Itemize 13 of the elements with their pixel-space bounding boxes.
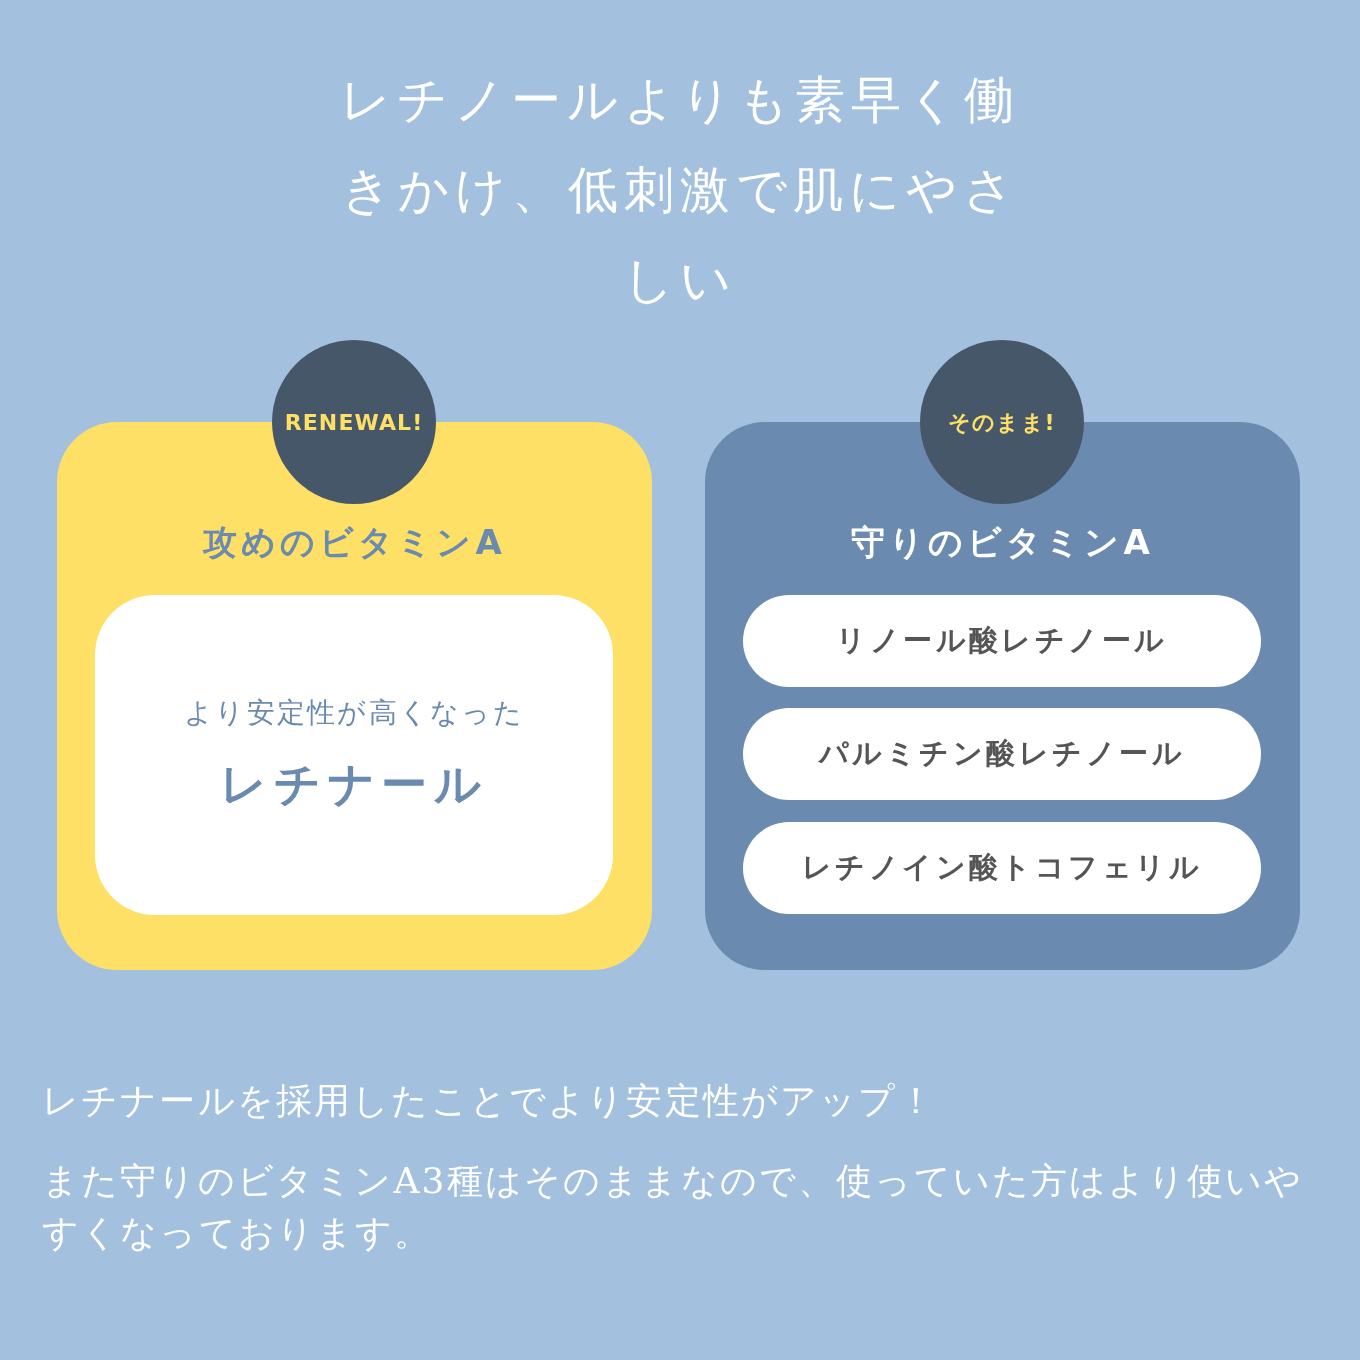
title: レチノールよりも素早く働きかけ、低刺激で肌にやさしい [339,70,1021,311]
ingredient-name: レチナール [219,755,489,813]
subtitle: より安定性が高くなった [184,694,524,731]
card-heading: 守りのビタミンA [850,521,1155,564]
ingredient-name: リノール酸レチノール [836,622,1168,660]
ingredient-name: レチノイン酸トコフェリル [801,849,1203,887]
ingredient-name: パルミチン酸レチノール [818,735,1186,773]
description-text: レチナールを採用したことでより安定性がアップ！ [42,1079,937,1123]
badge-text: RENEWAL! [284,408,424,437]
description-text: また守りのビタミンA3種はそのままなので、使っていた方はより使いやすくなっております。 [42,1159,1305,1255]
highlight-panel [95,595,613,915]
card-heading: 攻めのビタミンA [201,521,507,564]
badge-text: そのまま! [948,408,1056,437]
